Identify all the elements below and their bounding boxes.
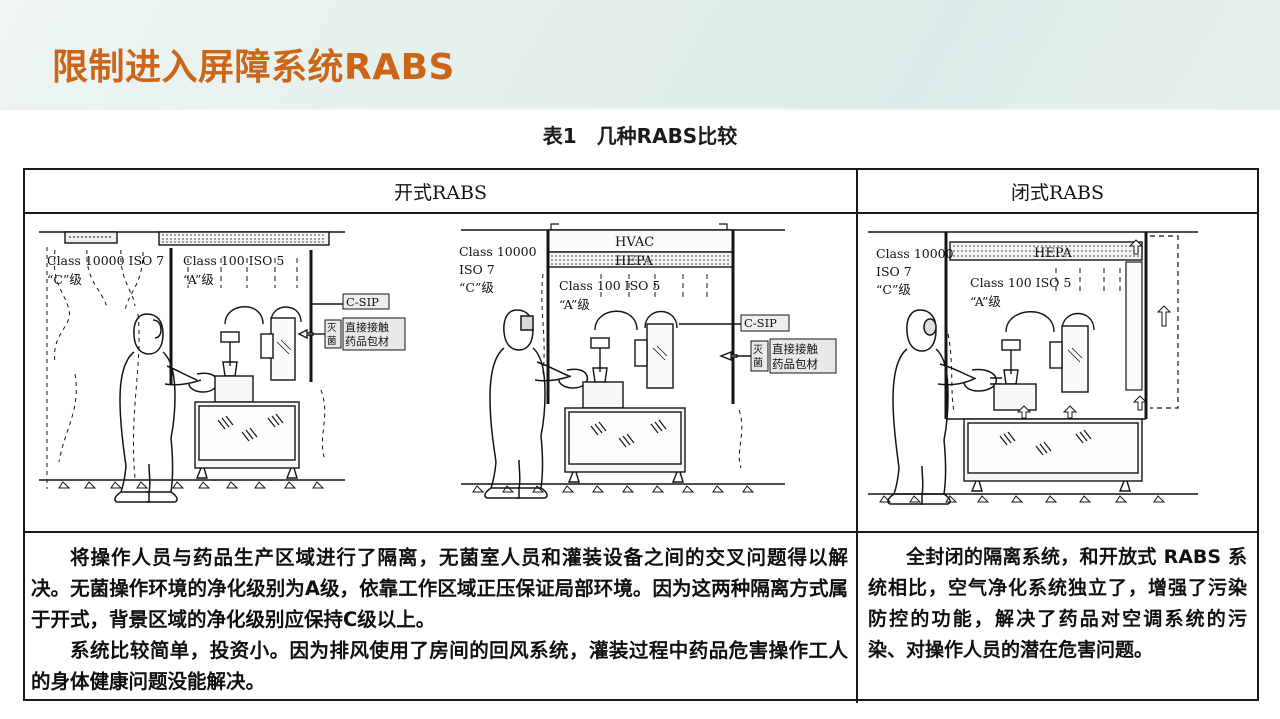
- table-caption: 表1 几种RABS比较: [0, 120, 1280, 149]
- label-inner-class-d2: Class 100 ISO 5: [559, 278, 660, 293]
- label-outer-grade-d1: “C”级: [47, 272, 82, 287]
- diagram-closed-rabs-svg: Class 10000 ISO 7 “C”级 HEPA Class 100 IS…: [868, 231, 1198, 505]
- diagram-open-rabs-curtain: Class 10000 ISO 7 “C”级 Class 100 ISO 5 “…: [25, 214, 455, 531]
- label-csip-d1: C-SIP: [346, 295, 379, 309]
- label-inner-class-d3: Class 100 ISO 5: [970, 275, 1071, 290]
- diagram-open-rabs-curtain-svg: Class 10000 ISO 7 “C”级 Class 100 ISO 5 “…: [39, 231, 406, 503]
- closed-rabs-description-cell: 全封闭的隔离系统，和开放式 RABS 系统相比，空气净化系统独立了，增强了污染防…: [858, 533, 1257, 703]
- open-rabs-paragraph-1: 将操作人员与药品生产区域进行了隔离，无菌室人员和灌装设备之间的交叉问题得以解决。…: [31, 546, 848, 631]
- label-hepa-d2: HEPA: [615, 254, 653, 269]
- label-contact-line2-d1: 药品包材: [345, 334, 389, 348]
- label-contact-line2-d2: 药品包材: [772, 357, 818, 371]
- label-contact-line1-d2: 直接接触: [772, 342, 818, 356]
- table-diagram-row: Class 10000 ISO 7 “C”级 Class 100 ISO 5 “…: [25, 214, 1257, 533]
- rabs-comparison-table: 开式RABS 闭式RABS: [23, 168, 1259, 703]
- table-header-closed-rabs: 闭式RABS: [1010, 181, 1104, 204]
- label-sterilize-d2-char2: 菌: [753, 357, 763, 369]
- open-rabs-description-cell: 将操作人员与药品生产区域进行了隔离，无菌室人员和灌装设备之间的交叉问题得以解决。…: [25, 533, 858, 703]
- table-caption-number: 表1: [542, 124, 577, 148]
- diagram-closed-rabs: Class 10000 ISO 7 “C”级 HEPA Class 100 IS…: [858, 214, 1257, 531]
- closed-rabs-diagram-cell: Class 10000 ISO 7 “C”级 HEPA Class 100 IS…: [858, 214, 1257, 531]
- label-sterilize-d2-char1: 灭: [753, 344, 763, 356]
- label-sterilize-d1-char2: 菌: [327, 335, 337, 347]
- label-csip-d2: C-SIP: [744, 316, 777, 330]
- diagram-open-rabs-hvac: Class 10000 ISO 7 “C”级 HVAC HEPA Class 1…: [455, 214, 856, 531]
- label-outer-class-l2-d3: ISO 7: [876, 264, 912, 279]
- callout-sterilize-d2: 灭 菌 直接接触 药品包材: [750, 338, 837, 374]
- label-contact-line1-d1: 直接接触: [345, 320, 389, 334]
- open-rabs-diagram-cell: Class 10000 ISO 7 “C”级 Class 100 ISO 5 “…: [25, 214, 858, 531]
- callout-sterilize-d1: 灭 菌 直接接触 药品包材: [324, 317, 406, 351]
- label-inner-grade-d2: “A”级: [559, 297, 590, 312]
- label-inner-grade-d1: “A”级: [183, 272, 214, 287]
- label-outer-class-l2-d2: ISO 7: [459, 262, 495, 277]
- label-outer-class-l1-d2: Class 10000: [459, 244, 537, 259]
- table-text-row: 将操作人员与药品生产区域进行了隔离，无菌室人员和灌装设备之间的交叉问题得以解决。…: [25, 533, 1257, 703]
- label-sterilize-d1-char1: 灭: [327, 323, 337, 334]
- callout-csip-d1: C-SIP: [342, 293, 390, 310]
- label-outer-grade-d2: “C”级: [459, 280, 494, 295]
- open-rabs-paragraph-2: 系统比较简单，投资小。因为排风使用了房间的回风系统，灌装过程中药品危害操作工人的…: [31, 639, 848, 693]
- table-header-open-rabs: 开式RABS: [25, 170, 858, 212]
- page-title: 限制进入屏障系统RABS: [52, 47, 455, 88]
- table-header-row: 开式RABS 闭式RABS: [25, 170, 1257, 214]
- table-caption-text: 几种RABS比较: [596, 124, 738, 148]
- label-hvac-d2: HVAC: [615, 235, 654, 250]
- label-inner-class-d1: Class 100 ISO 5: [183, 253, 284, 268]
- closed-rabs-paragraph-1: 全封闭的隔离系统，和开放式 RABS 系统相比，空气净化系统独立了，增强了污染防…: [868, 546, 1247, 661]
- label-outer-grade-d3: “C”级: [876, 282, 911, 297]
- slide-header-band: [0, 0, 1280, 110]
- label-hepa-d3: HEPA: [1034, 246, 1072, 261]
- diagram-open-rabs-hvac-svg: Class 10000 ISO 7 “C”级 HVAC HEPA Class 1…: [459, 223, 837, 499]
- callout-csip-d2: C-SIP: [740, 314, 790, 332]
- label-outer-class-l1-d3: Class 10000: [876, 246, 954, 261]
- label-outer-class-d1: Class 10000 ISO 7: [47, 253, 164, 268]
- label-inner-grade-d3: “A”级: [970, 294, 1001, 309]
